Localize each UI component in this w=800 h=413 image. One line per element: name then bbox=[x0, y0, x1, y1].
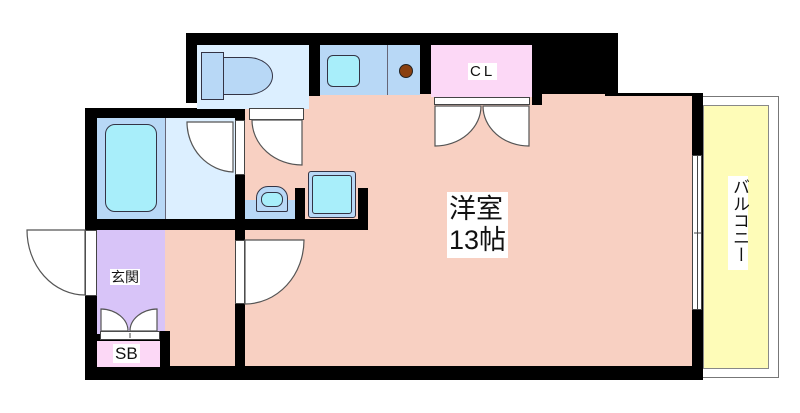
room-door-swing bbox=[244, 239, 305, 305]
balcony-label-text: バルコニー bbox=[730, 178, 749, 263]
kitchen-sink bbox=[327, 55, 360, 87]
door-opening-wash[interactable] bbox=[235, 120, 245, 175]
entrance-label: 玄関 bbox=[110, 269, 140, 285]
wall-shoe-box-right bbox=[160, 331, 170, 367]
stove-burner-icon bbox=[399, 64, 413, 78]
balcony-label: バルコニー bbox=[728, 176, 749, 270]
western-room-name: 洋室 bbox=[449, 194, 503, 224]
western-room-label: 洋室 13帖 bbox=[447, 192, 509, 258]
closet-door-strip bbox=[434, 97, 530, 105]
shoe-box-door-right-swing bbox=[129, 308, 158, 332]
toilet-door-swing bbox=[251, 119, 303, 166]
closet-door-left-swing bbox=[434, 105, 482, 147]
hall-area bbox=[165, 230, 235, 366]
wall-washer-bottom bbox=[235, 219, 368, 230]
counter-divider bbox=[387, 45, 388, 95]
toilet-bowl bbox=[223, 57, 273, 95]
washing-machine-inner bbox=[312, 175, 352, 214]
closet-label: CL bbox=[468, 63, 498, 80]
bath-divider bbox=[165, 118, 166, 219]
wall-closet-right bbox=[532, 45, 542, 105]
wash-basin-bowl bbox=[261, 192, 283, 207]
western-room-size: 13帖 bbox=[449, 225, 507, 255]
western-room-right-alcove bbox=[605, 107, 692, 117]
wall-washer-right bbox=[358, 188, 368, 220]
entrance-door-swing bbox=[26, 229, 86, 296]
wall-right-upper bbox=[605, 33, 618, 103]
shoe-box-door-left-swing bbox=[100, 308, 129, 332]
shoe-box-label: SB bbox=[113, 344, 140, 363]
washroom-door-swing bbox=[186, 121, 234, 173]
bathtub bbox=[105, 124, 157, 212]
wall-washer-left bbox=[295, 188, 305, 220]
closet-door-right-swing bbox=[482, 105, 530, 147]
